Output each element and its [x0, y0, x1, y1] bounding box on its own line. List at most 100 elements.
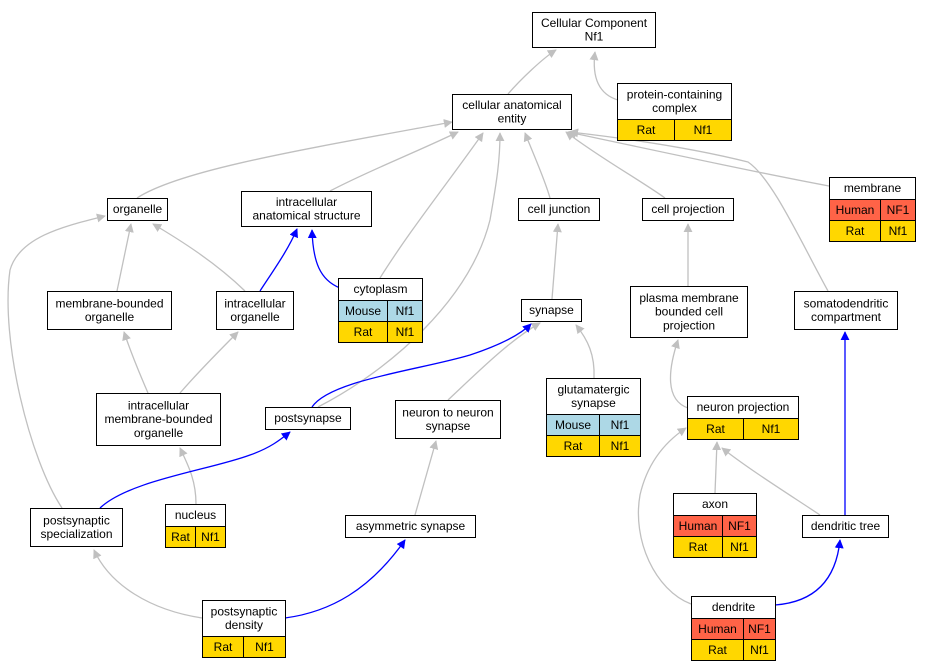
edge-synapse-to-cell-junction [551, 223, 562, 300]
gene-label: Nf1 [396, 325, 415, 339]
gene-cell [722, 536, 757, 558]
node-asym: asymmetric synapse [345, 515, 476, 538]
node-organelle: organelle [107, 198, 168, 221]
edge-psd-to-asym [284, 539, 406, 619]
node-label-line: synapse [529, 303, 574, 317]
node-label-box [794, 291, 898, 330]
species-label: Rat [637, 123, 656, 137]
node-label-box [345, 515, 476, 538]
node-label-line: neuron to neuron [402, 405, 493, 419]
node-label-line: compartment [811, 310, 882, 324]
gene-label: Nf1 [762, 422, 781, 436]
edge-nucleus-to-imbo [179, 447, 197, 505]
node-label-line: glutamatergic [557, 382, 629, 396]
node-label-line: dendrite [712, 600, 756, 614]
species-label: Rat [706, 422, 725, 436]
edge-axon-to-neuron-proj [712, 441, 722, 494]
node-label-box [802, 515, 889, 538]
node-label-line: specialization [40, 527, 112, 541]
edge-mbo-to-organelle [116, 223, 134, 292]
edge-cytoplasm-to-ias [307, 229, 341, 289]
node-label-box [107, 198, 168, 221]
node-postsynapse: postsynapse [265, 407, 351, 430]
edge-cae-to-root [507, 49, 557, 95]
node-synapse: synapse [521, 299, 582, 322]
node-label-line: postsynapse [274, 411, 342, 425]
species-label: Human [679, 519, 718, 533]
edge-neuron-proj-to-pmbcp [669, 339, 689, 409]
species-label: Human [836, 203, 875, 217]
node-label-box [96, 393, 221, 446]
gene-label: NF1 [748, 622, 771, 636]
species-label: Rat [564, 439, 583, 453]
edge-asym-to-n2n [414, 440, 439, 516]
node-label-line: organelle [85, 310, 135, 324]
node-label-box [47, 291, 172, 330]
edge-dendrite-to-neuron-proj [637, 427, 692, 605]
node-label-line: axon [702, 497, 728, 511]
node-label-line: projection [663, 318, 715, 332]
node-label-line: anatomical structure [252, 209, 360, 223]
node-label-line: postsynaptic [43, 513, 110, 527]
species-label: Rat [214, 640, 233, 654]
gene-label: Nf1 [694, 123, 713, 137]
edge-ps-spec-to-organelle [7, 213, 106, 509]
node-label-line: intracellular [224, 296, 285, 310]
node-label-line: cellular anatomical [462, 98, 561, 112]
node-label-box [30, 508, 123, 547]
species-label: Rat [171, 530, 190, 544]
node-dendritic-tree: dendritic tree [802, 515, 889, 538]
species-label: Rat [689, 540, 708, 554]
gene-label: NF1 [887, 203, 910, 217]
node-label-line: organelle [113, 202, 163, 216]
species-label: Rat [354, 325, 373, 339]
gene-label: Nf1 [201, 530, 220, 544]
gene-label: Nf1 [255, 640, 274, 654]
node-label-line: Cellular Component [541, 16, 648, 30]
gene-label: Nf1 [611, 439, 630, 453]
gene-label: NF1 [728, 519, 751, 533]
node-label-line: intracellular [276, 195, 337, 209]
node-label-box [216, 291, 294, 330]
edge-organelle-to-cae [136, 119, 453, 199]
gene-cell [387, 321, 423, 343]
node-label-line: dendritic tree [811, 519, 881, 533]
edge-imbo-to-io [179, 331, 239, 394]
species-label: Rat [846, 224, 865, 238]
edge-cytoplasm-to-cae [379, 132, 484, 279]
gene-cell [674, 119, 732, 141]
node-label-box [265, 407, 351, 430]
node-label-box [452, 94, 572, 130]
species-label: Mouse [345, 304, 381, 318]
edge-glut-to-synapse [575, 324, 595, 379]
node-label-line: nucleus [175, 508, 216, 522]
node-label-line: somatodendritic [804, 296, 889, 310]
node-label-line: neuron projection [697, 400, 790, 414]
node-label-line: cytoplasm [353, 282, 407, 296]
node-label-line: density [225, 618, 263, 632]
node-label-line: synapse [571, 396, 616, 410]
edge-dendritic-tree-to-neuron-proj [721, 447, 821, 516]
edge-postsynapse-to-cae [317, 132, 505, 408]
gene-cell [743, 418, 799, 440]
node-label-line: cell junction [528, 202, 591, 216]
node-label-box [532, 12, 656, 48]
node-label-line: plasma membrane [639, 291, 739, 305]
node-label-box [617, 83, 732, 120]
gene-cell [599, 435, 641, 457]
node-label-box [642, 198, 734, 221]
